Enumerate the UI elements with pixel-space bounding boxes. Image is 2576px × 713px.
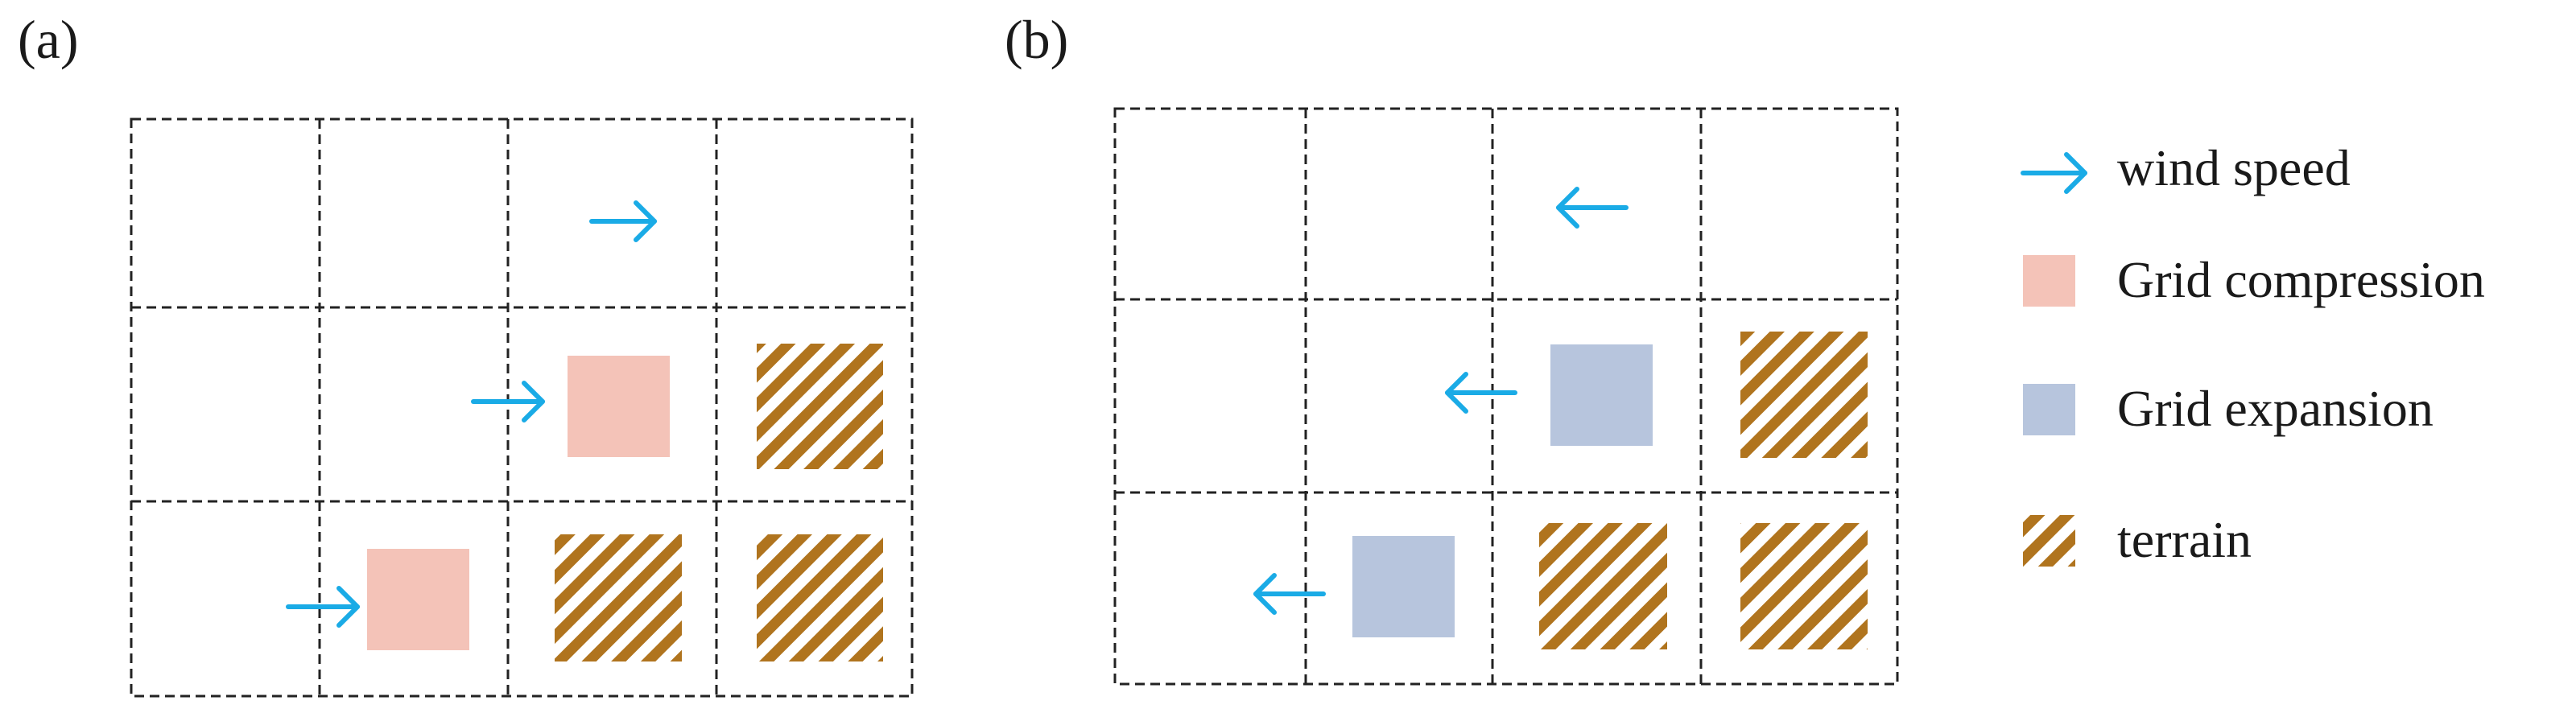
legend-label-terrain: terrain <box>2117 511 2252 568</box>
legend-label-grid-expansion: Grid expansion <box>2117 380 2434 437</box>
panel-b-wind-arrow-icon-1 <box>1556 187 1629 229</box>
legend: wind speed Grid compression Grid expansi… <box>2021 139 2485 568</box>
panel-b <box>1113 107 1899 686</box>
legend-item-grid-compression: Grid compression <box>2023 251 2485 308</box>
terrain-swatch-icon <box>2023 515 2075 567</box>
panel-a <box>130 117 914 698</box>
legend-item-grid-expansion: Grid expansion <box>2023 380 2434 437</box>
panel-a-wind-arrow-icon-1 <box>589 200 657 242</box>
panel-b-grid-border <box>1113 107 1899 686</box>
panel-b-expansion-square-1 <box>1550 344 1653 446</box>
legend-item-terrain: terrain <box>2023 511 2252 568</box>
panel-a-grid-border <box>130 117 914 698</box>
panel-b-terrain-square-3 <box>1740 523 1868 649</box>
panel-label-a: (a) <box>18 9 78 70</box>
panel-b-wind-arrow-icon-3 <box>1253 573 1326 615</box>
panel-a-wind-arrow-icon-3 <box>286 586 360 628</box>
panel-b-terrain-square-2 <box>1539 523 1667 649</box>
expansion-swatch-icon <box>2023 384 2075 435</box>
compression-swatch-icon <box>2023 255 2075 307</box>
panel-a-grid <box>130 117 914 698</box>
panel-b-grid <box>1113 107 1899 686</box>
panel-b-expansion-square-2 <box>1352 536 1455 637</box>
panel-b-wind-arrow-icon-2 <box>1445 372 1517 414</box>
legend-item-wind-speed: wind speed <box>2021 139 2351 196</box>
panel-a-terrain-square-2 <box>555 534 682 661</box>
panel-b-terrain-square-1 <box>1740 332 1868 458</box>
panel-label-b: (b) <box>1005 9 1068 70</box>
wind-arrow-icon <box>2021 152 2087 194</box>
panel-a-compression-square-2 <box>367 549 469 650</box>
panel-a-wind-arrow-icon-2 <box>471 381 545 422</box>
legend-label-wind-speed: wind speed <box>2117 139 2351 196</box>
legend-label-grid-compression: Grid compression <box>2117 251 2485 308</box>
panel-a-compression-square-1 <box>568 356 670 457</box>
panel-a-terrain-square-3 <box>757 534 883 661</box>
panel-a-terrain-square-1 <box>757 344 883 469</box>
